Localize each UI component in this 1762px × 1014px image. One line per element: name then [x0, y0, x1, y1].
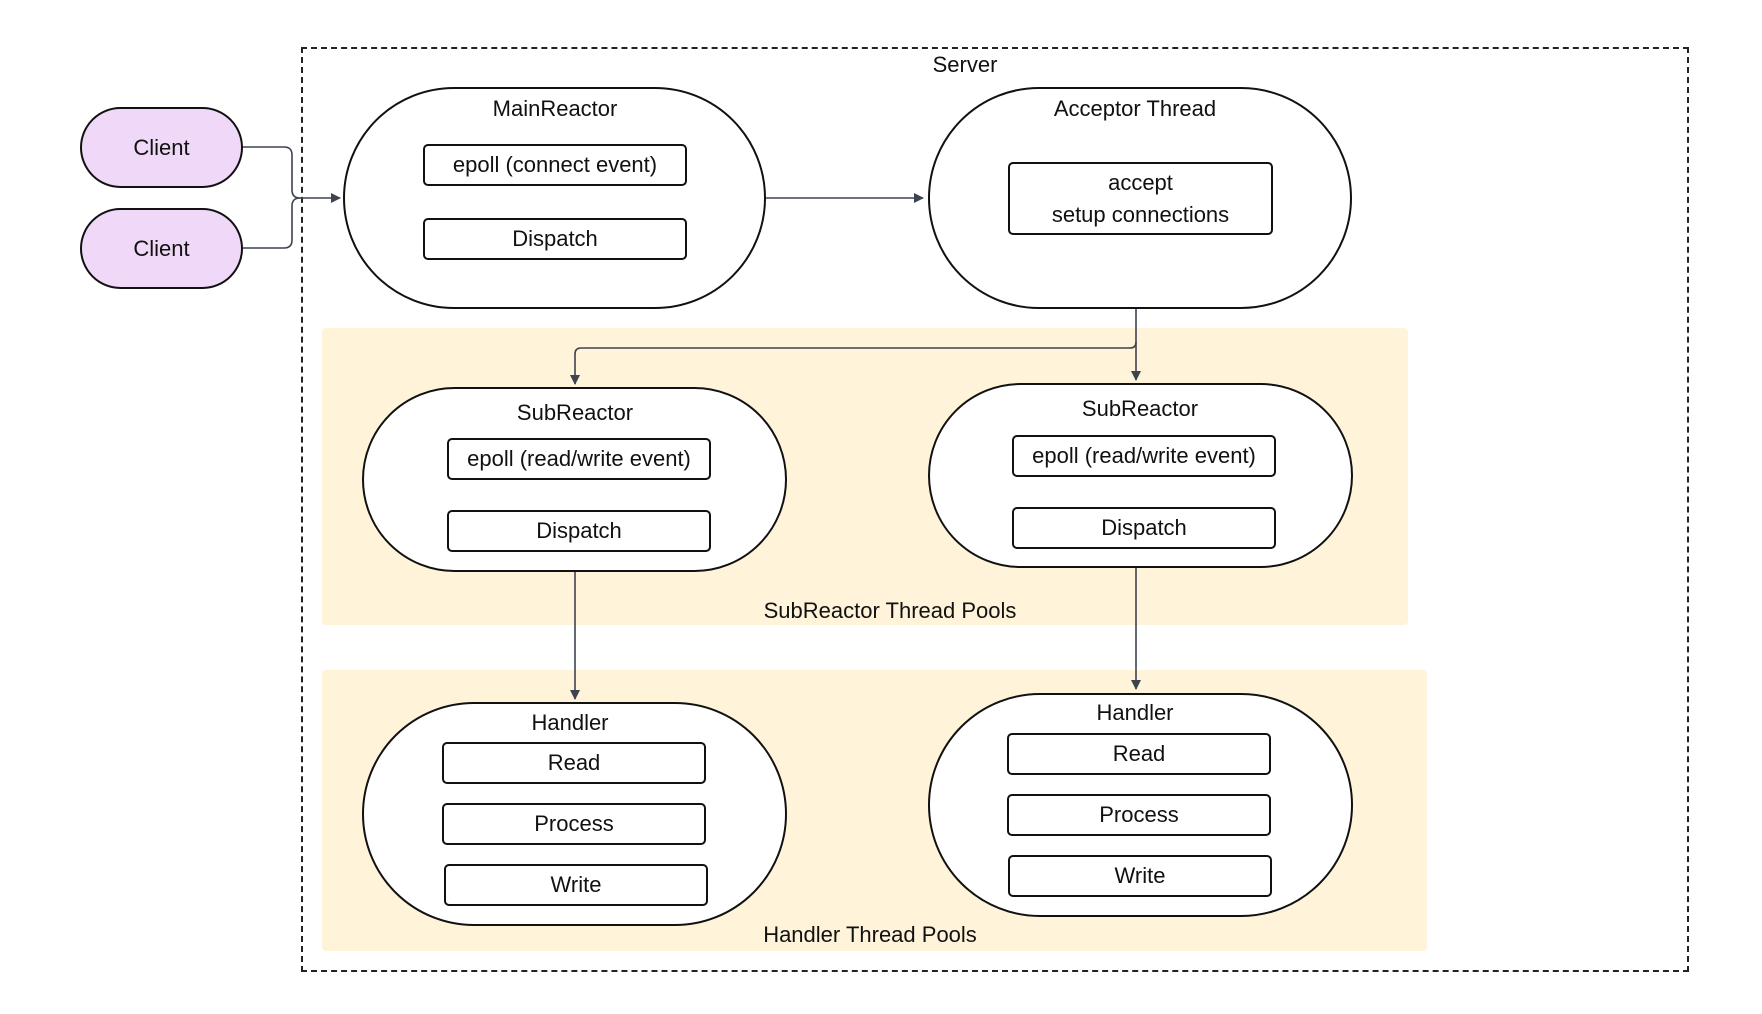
server-label: Server	[932, 52, 998, 77]
subreactor-dispatch-box: Dispatch	[1012, 507, 1276, 549]
subreactor-pool-label: SubReactor Thread Pools	[763, 598, 1017, 623]
subreactor-title: SubReactor	[1081, 396, 1199, 421]
client-label: Client	[133, 134, 190, 160]
handler-title: Handler	[1096, 700, 1174, 725]
client-1-to-mainreactor-connector	[242, 146, 341, 203]
read-box: Read	[442, 742, 706, 784]
process-box: Process	[442, 803, 706, 845]
handler-pool-label: Handler Thread Pools	[763, 922, 977, 947]
client-node: Client	[80, 208, 243, 289]
acceptor-title: Acceptor Thread	[1053, 96, 1217, 121]
write-box: Write	[1008, 855, 1272, 897]
subreactor-dispatch-box: Dispatch	[447, 510, 711, 552]
epoll-read-write-box: epoll (read/write event)	[447, 438, 711, 480]
client-label: Client	[133, 235, 190, 261]
accept-setup-box: accept setup connections	[1008, 162, 1273, 235]
mainreactor-title: MainReactor	[492, 96, 618, 121]
client-2-to-mainreactor-connector	[242, 197, 301, 249]
epoll-connect-box: epoll (connect event)	[423, 144, 687, 186]
handler-title: Handler	[531, 710, 609, 735]
server-boundary	[301, 47, 1689, 972]
epoll-read-write-box: epoll (read/write event)	[1012, 435, 1276, 477]
mainreactor-node	[343, 87, 766, 309]
read-box: Read	[1007, 733, 1271, 775]
mainreactor-dispatch-box: Dispatch	[423, 218, 687, 260]
acceptor-to-subreactor-1-arrow	[570, 341, 1137, 385]
subreactor-title: SubReactor	[516, 400, 634, 425]
client-node: Client	[80, 107, 243, 188]
process-box: Process	[1007, 794, 1271, 836]
write-box: Write	[444, 864, 708, 906]
